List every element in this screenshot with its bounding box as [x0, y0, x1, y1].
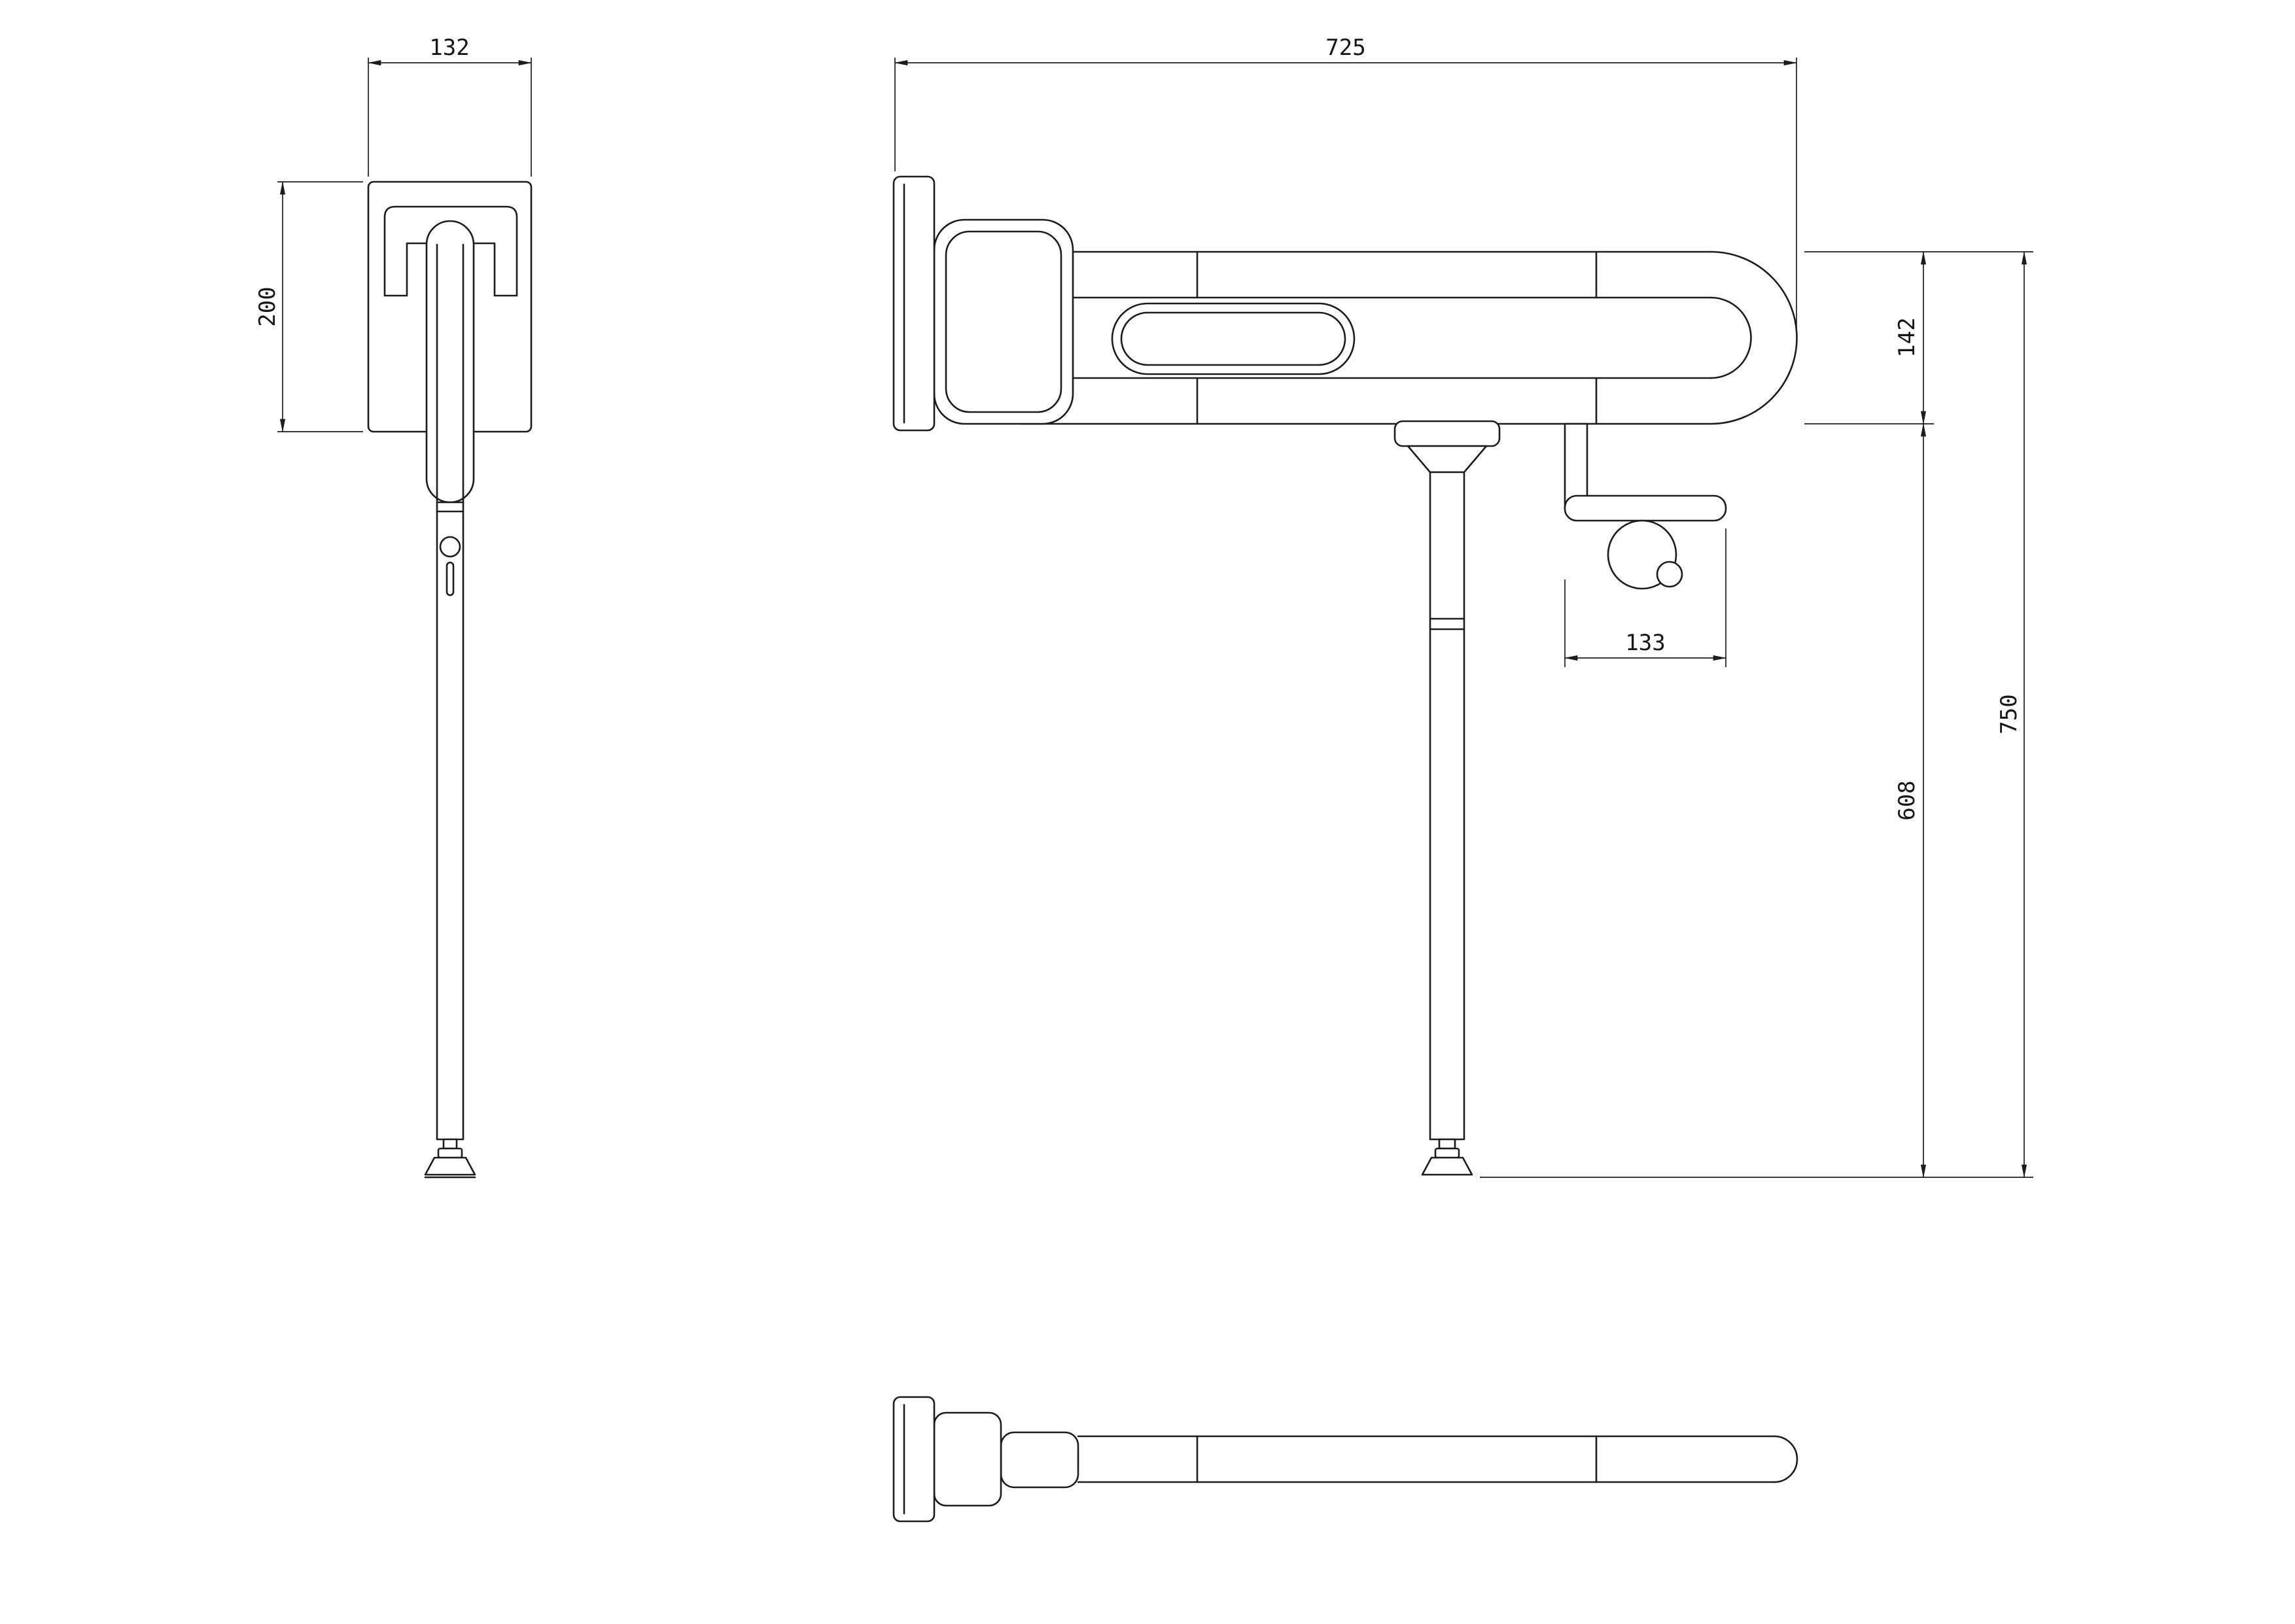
plan-view	[892, 1396, 1798, 1523]
leg-clamp-taper	[1407, 445, 1488, 474]
dim-label-overall-height: 750	[1996, 694, 2022, 734]
foot-pad	[1421, 1156, 1473, 1176]
foot-nut	[437, 1147, 463, 1159]
dim-plate-width: 132	[367, 35, 533, 177]
pivot-housing-inner	[945, 230, 1062, 413]
knob-slot	[446, 561, 455, 596]
front-view: 132 200	[254, 35, 533, 1179]
dim-leg-height: 608	[1894, 423, 1927, 1179]
rail-end-cap-outer	[1709, 251, 1798, 425]
dim-label-rail-height: 142	[1894, 317, 1920, 357]
lock-cam-inner	[1120, 311, 1346, 366]
wall-flange	[892, 1396, 936, 1523]
side-view: 725	[892, 35, 2033, 1179]
foot-stem	[442, 1138, 458, 1150]
foot-nut	[1434, 1147, 1460, 1159]
support-leg	[1429, 471, 1465, 1141]
pivot-housing	[933, 218, 1074, 425]
dim-label-leg-height: 608	[1894, 780, 1920, 820]
fold-arm-tube	[425, 220, 475, 504]
foot-pad	[424, 1156, 476, 1176]
fold-bracket	[383, 205, 518, 297]
paper-holder-plate	[1564, 423, 1588, 510]
paper-roll-spindle	[1656, 561, 1683, 588]
wall-flange	[892, 175, 936, 432]
dim-plate-height: 200	[254, 181, 363, 433]
release-knob	[439, 536, 461, 558]
dim-overall-height: 750	[1996, 251, 2027, 1179]
dim-rail-height: 142	[1894, 251, 1927, 425]
dim-label-rail-length: 725	[1325, 35, 1365, 61]
rail-end-cap	[1773, 1435, 1798, 1483]
dim-paper-holder-width: 133	[1564, 528, 1727, 667]
dim-rail-length: 725	[894, 35, 1798, 330]
drop-leg	[436, 501, 464, 1141]
mount-block	[933, 1411, 1002, 1507]
dim-label-paper-holder-width: 133	[1625, 630, 1665, 656]
dim-label-plate-height: 200	[254, 286, 281, 326]
leg-clamp	[1393, 420, 1501, 447]
lock-cam	[1111, 302, 1356, 375]
hinge-block	[1000, 1431, 1079, 1489]
dim-label-plate-width: 132	[429, 35, 469, 61]
paper-holder-arm	[1564, 494, 1727, 522]
rail-end-cap-inner	[1709, 296, 1752, 379]
foot-stem	[1438, 1138, 1456, 1150]
